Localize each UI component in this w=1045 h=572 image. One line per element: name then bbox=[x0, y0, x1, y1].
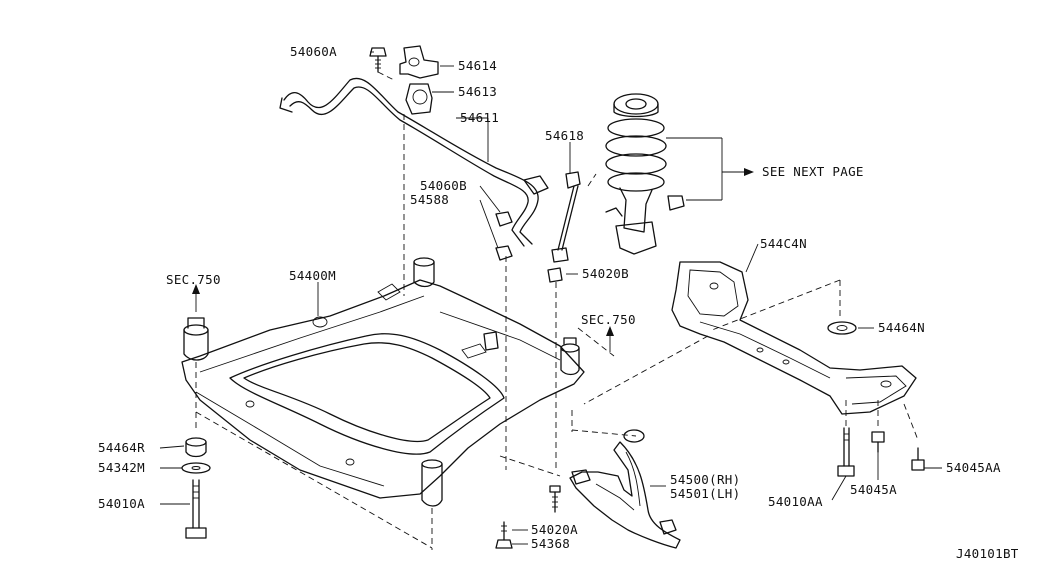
washer-54464N bbox=[827, 321, 857, 335]
member-mount-front-left bbox=[421, 459, 443, 507]
member-mount-rear-left bbox=[183, 317, 209, 361]
label-54020B: 54020B bbox=[582, 266, 629, 281]
member-reinforcement bbox=[671, 261, 917, 415]
label-54501: 54501(LH) bbox=[670, 486, 740, 501]
sec750-left-arrow bbox=[192, 284, 200, 312]
suspension-member bbox=[181, 279, 585, 499]
label-54614: 54614 bbox=[458, 58, 497, 73]
assembly-dash-lines bbox=[195, 71, 919, 550]
stabilizer-bushing bbox=[405, 83, 433, 115]
label-54045A: 54045A bbox=[850, 482, 897, 497]
label-54045AA: 54045AA bbox=[946, 460, 1001, 475]
sec750-right-arrow bbox=[606, 326, 614, 352]
see-next-page-bracket bbox=[666, 137, 754, 201]
label-sec750-right: SEC.750 bbox=[581, 312, 636, 327]
figure-code: J40101BT bbox=[956, 546, 1019, 561]
label-54588: 54588 bbox=[410, 192, 449, 207]
label-54342M: 54342M bbox=[98, 460, 145, 475]
label-544C4N: 544C4N bbox=[760, 236, 807, 251]
lower-control-arm bbox=[569, 429, 681, 549]
bolt-54368 bbox=[495, 521, 513, 549]
bolt-54010AA bbox=[837, 427, 855, 477]
label-54010A: 54010A bbox=[98, 496, 145, 511]
label-54060B: 54060B bbox=[420, 178, 467, 193]
nut-54060B bbox=[495, 211, 513, 261]
bolt-54045AA bbox=[911, 447, 925, 471]
bolt-54045A bbox=[871, 431, 885, 453]
label-54060A: 54060A bbox=[290, 44, 337, 59]
strut-assembly bbox=[605, 93, 685, 255]
label-54500: 54500(RH) bbox=[670, 472, 740, 487]
washer-54342M bbox=[181, 462, 211, 474]
label-54368: 54368 bbox=[531, 536, 570, 551]
stabilizer-clamp bbox=[399, 45, 439, 79]
label-54613: 54613 bbox=[458, 84, 497, 99]
bolt-54010A bbox=[185, 479, 207, 539]
leader-lines bbox=[159, 51, 942, 545]
label-sec750-left: SEC.750 bbox=[166, 272, 221, 287]
stabilizer-bar bbox=[279, 77, 549, 247]
label-54400M: 54400M bbox=[289, 268, 336, 283]
label-54618: 54618 bbox=[545, 128, 584, 143]
member-mount-rear-right bbox=[413, 257, 435, 288]
label-54020A: 54020A bbox=[531, 522, 578, 537]
bolt-54020A bbox=[549, 485, 561, 513]
bolt-54060A bbox=[369, 47, 387, 73]
label-54010AA: 54010AA bbox=[768, 494, 823, 509]
stabilizer-link bbox=[547, 171, 581, 283]
bushing-54464R bbox=[185, 437, 207, 458]
label-54464N: 54464N bbox=[878, 320, 925, 335]
label-54464R: 54464R bbox=[98, 440, 145, 455]
label-54611: 54611 bbox=[460, 110, 499, 125]
label-see-next-page: SEE NEXT PAGE bbox=[762, 164, 864, 179]
member-mount-center bbox=[483, 331, 499, 351]
member-mount-front-right bbox=[560, 337, 580, 376]
